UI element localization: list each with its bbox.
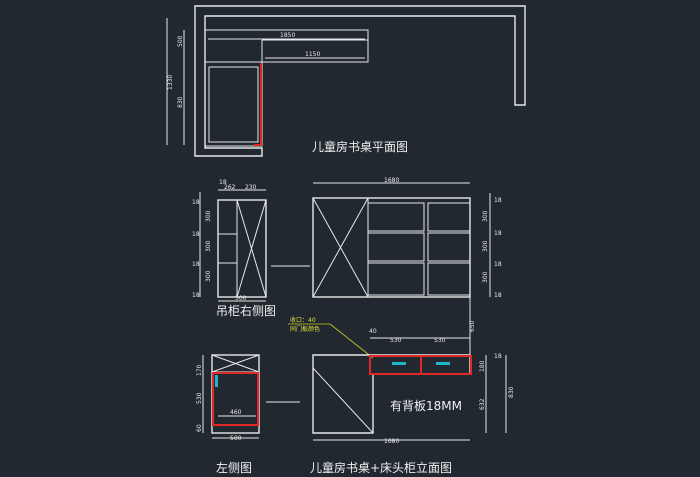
dim-elev-18: 18: [494, 353, 502, 360]
elevation-lower: 40 530 530 650 18 180 632 830 1680 有背板18…: [310, 297, 515, 475]
dim-elev-1680-top: 1680: [384, 177, 399, 184]
elev-cell-1: [367, 202, 425, 232]
annotation-line-2: 同门板颜色: [290, 325, 320, 333]
dim-side-262: 262: [224, 184, 236, 191]
dim-side-left-18-1: 18: [192, 199, 200, 206]
dim-left-530: 530: [196, 392, 203, 404]
dim-elev-r-300-2: 300: [482, 240, 489, 252]
dim-side-left-18-4: 18: [192, 292, 200, 299]
elevation-title: 儿童房书桌+床头柜立面图: [310, 460, 452, 475]
elev-cell-2: [427, 202, 471, 232]
left-handle: [215, 375, 218, 387]
desk-leg-diag: [312, 367, 374, 434]
dim-elev-830: 830: [508, 386, 515, 398]
dim-elev-40: 40: [369, 328, 377, 335]
drawer-handle-1: [392, 362, 406, 365]
dim-left-500: 500: [230, 435, 242, 442]
dim-elev-r-300-3: 300: [482, 271, 489, 283]
plan-return-cabinet: [204, 61, 263, 147]
plan-return-cabinet-inner: [208, 66, 259, 143]
left-outer: [211, 354, 260, 434]
side-outer: [217, 199, 267, 298]
left-side-title: 左侧图: [216, 460, 252, 475]
dim-elev-180: 180: [479, 360, 486, 372]
elev-cell-4: [427, 232, 471, 262]
dim-side-18: 18: [219, 179, 227, 186]
dim-side-left-300-1: 300: [205, 210, 212, 222]
dim-elev-1680-bottom: 1680: [384, 438, 399, 445]
dim-elev-650: 650: [469, 320, 476, 332]
left-red-frame: [212, 372, 259, 426]
dim-left-60: 60: [196, 424, 203, 432]
elev-cell-6: [427, 262, 471, 296]
plan-title: 儿童房书桌平面图: [312, 139, 408, 154]
dim-elev-r-18-2: 18: [494, 230, 502, 237]
annotation-callout: 收口：40 同门板颜色: [288, 316, 374, 359]
dim-side-230: 230: [245, 184, 257, 191]
side-cross-2: [236, 199, 267, 298]
dim-side-left-300-2: 300: [205, 240, 212, 252]
dim-side-500: 500: [235, 295, 247, 302]
dim-elev-r-300-1: 300: [482, 210, 489, 222]
hanging-side-title: 吊柜右侧图: [216, 303, 276, 318]
dim-plan-830: 830: [177, 96, 184, 108]
plan-wall-outline: [194, 5, 526, 157]
elev-upper-outer: [312, 197, 471, 298]
elevation-upper: 1680 18 300 18 300 18 300 18: [312, 177, 502, 299]
dim-elev-632: 632: [479, 398, 486, 410]
annotation-leader: [329, 323, 374, 359]
dim-side-left-18-2: 18: [192, 231, 200, 238]
dim-elev-r-18-1: 18: [494, 197, 502, 204]
elev-cell-5: [367, 262, 425, 296]
elev-cell-3: [367, 232, 425, 262]
plan-desk-top: [204, 29, 369, 63]
left-top-cross-2: [211, 354, 260, 373]
dim-left-460: 460: [230, 409, 242, 416]
dim-left-170: 170: [196, 364, 203, 376]
dim-plan-1150: 1150: [305, 51, 320, 58]
back-panel-note: 有背板18MM: [390, 399, 462, 413]
dim-elev-r-18-3: 18: [494, 261, 502, 268]
dim-plan-500: 500: [177, 35, 184, 47]
hanging-cabinet-side: 18 262 230 18 300 18 300 18 300 18 500 吊…: [192, 179, 310, 318]
plan-view: 1850 1150 1330 500 830 儿童房书桌平面图: [166, 5, 526, 157]
dim-elev-530-1: 530: [390, 337, 402, 344]
dim-plan-1850: 1850: [280, 32, 295, 39]
dim-elev-r-18-4: 18: [494, 292, 502, 299]
elev-upper-cross-2: [312, 197, 369, 298]
dim-side-left-18-3: 18: [192, 261, 200, 268]
annotation-line-1: 收口：40: [290, 316, 316, 324]
dim-elev-530-2: 530: [434, 337, 446, 344]
drawer-handle-2: [436, 362, 450, 365]
dim-plan-1330: 1330: [167, 75, 174, 90]
dim-side-left-300-3: 300: [205, 270, 212, 282]
left-side-view: 460 500 170 530 60 左侧图: [196, 354, 300, 475]
